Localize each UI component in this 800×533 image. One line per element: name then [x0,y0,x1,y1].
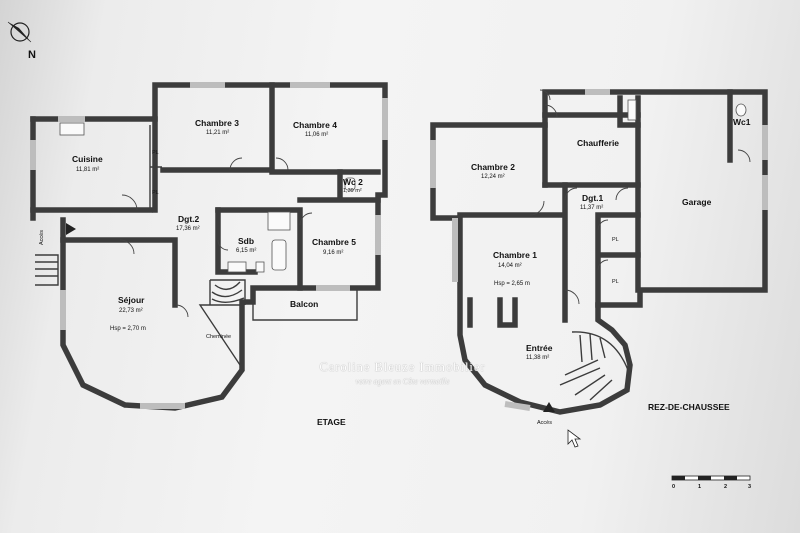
room-area-sdb: 6,15 m² [236,248,256,254]
room-name-chambre-1: Chambre 1 [493,250,537,260]
scale-tick-3: 3 [748,484,751,490]
scale-tick-1: 1 [698,484,701,490]
compass-icon: N [7,21,36,61]
room-name-wc1: Wc1 [733,117,751,127]
room-name-chambre-3: Chambre 3 [195,118,239,128]
room-area-chambre-5: 9,16 m² [323,250,343,256]
upper-floor-plan [30,82,388,411]
closet-label-1: PL [152,150,159,156]
room-name-chaufferie: Chaufferie [577,138,619,148]
agency-watermark: Caroline Bleuze Immobilier votre agent e… [300,360,505,386]
room-area-chambre-2: 12,24 m² [481,174,505,180]
room-name-dgt-2: Dgt.2 [178,214,200,224]
balcony-label: Balcon [290,299,318,309]
ground-closet-label-1: PL [612,237,619,243]
ground-floor-plan [430,89,768,448]
room-area-entree: 11,38 m² [526,355,549,361]
room-area-chambre-3: 11,21 m² [206,130,229,136]
room-area-dgt-1: 11,37 m² [580,205,603,211]
watermark-agency-name: Caroline Bleuze Immobilier [319,360,486,374]
room-name-chambre-4: Chambre 4 [293,120,337,130]
scale-tick-0: 0 [672,484,675,490]
upper-stairs [35,254,246,305]
room-name-chambre-5: Chambre 5 [312,237,356,247]
room-name-chambre-2: Chambre 2 [471,162,515,172]
room-name-dgt-1: Dgt.1 [582,193,604,203]
ground-closet-label-2: PL [612,279,619,285]
room-height-sejour: Hsp = 2,70 m [110,326,146,332]
room-area-dgt-2: 17,36 m² [176,226,200,232]
floor-name-etage: ETAGE [317,417,346,427]
upper-access-label: Accès [39,230,45,245]
mouse-cursor-icon [567,429,582,448]
room-height-chambre-1: Hsp = 2,65 m [494,281,530,287]
room-area-sejour: 22,73 m² [119,308,143,314]
room-name-entree: Entrée [526,343,553,353]
room-name-garage: Garage [682,197,712,207]
room-name-sdb: Sdb [238,236,254,246]
room-name-wc-2: Wc 2 [343,177,363,187]
floor-name-rdc: REZ-DE-CHAUSSEE [648,402,730,412]
room-area-cuisine: 11,81 m² [76,167,99,173]
watermark-tagline: votre agent en Côte vermeille [355,377,450,386]
closet-label-2: PL [152,190,159,196]
room-name-sejour: Séjour [118,295,145,305]
ground-access-label: Accès [537,420,552,426]
room-area-chambre-4: 11,06 m² [305,132,328,138]
scale-bar: 0 1 2 3 [671,475,751,490]
room-area-chambre-1: 14,04 m² [498,263,522,269]
room-area-wc-2: 1,39 m² [343,188,362,194]
compass-north-label: N [28,49,36,61]
ground-stairs [559,331,629,401]
scale-tick-2: 2 [724,484,727,490]
room-name-cuisine: Cuisine [72,154,103,164]
fireplace-label: Cheminée [206,334,231,340]
